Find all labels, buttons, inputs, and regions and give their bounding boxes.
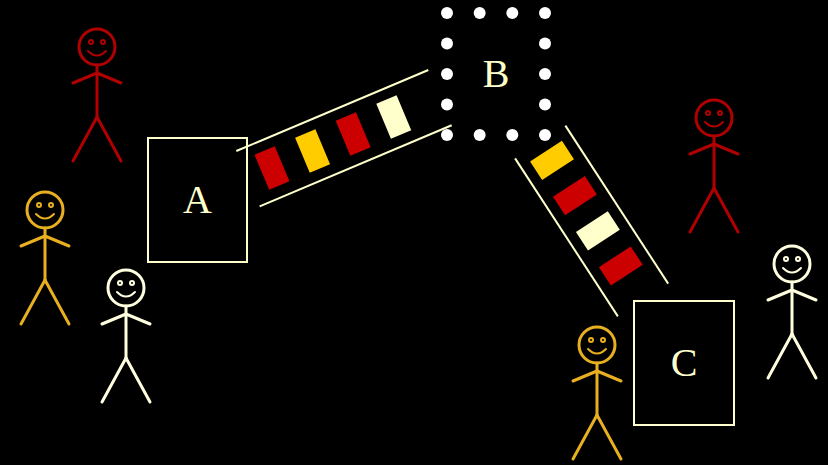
packet (334, 111, 372, 157)
link-band (236, 70, 451, 206)
packet (294, 128, 332, 174)
node-label: B (483, 54, 510, 94)
person-figure (73, 29, 121, 161)
link-rail (236, 70, 428, 151)
packet (575, 210, 622, 252)
outline-dot (474, 129, 486, 141)
packet (375, 94, 413, 140)
node-label: A (183, 180, 212, 220)
outline-dot (441, 68, 453, 80)
node-label: C (671, 343, 698, 383)
link-band (515, 126, 668, 317)
person-figure (102, 270, 150, 402)
host-box: A (147, 137, 248, 263)
outline-dot (441, 7, 453, 19)
outline-dot (441, 129, 453, 141)
packet (552, 175, 599, 217)
person-figure (768, 246, 816, 378)
outline-dot (441, 99, 453, 111)
host-box: C (633, 300, 735, 426)
outline-dot (539, 129, 551, 141)
person-figure (21, 192, 69, 324)
outline-dot (506, 129, 518, 141)
outline-dot (539, 7, 551, 19)
outline-dot (441, 38, 453, 50)
packet (529, 139, 576, 181)
outline-dot (539, 99, 551, 111)
outline-dot (539, 68, 551, 80)
person-figure (573, 327, 621, 459)
router-node: B (440, 6, 552, 142)
outline-dot (474, 7, 486, 19)
outline-dot (539, 38, 551, 50)
packet (598, 245, 645, 287)
person-figure (690, 100, 738, 232)
packet (253, 145, 291, 191)
outline-dot (506, 7, 518, 19)
